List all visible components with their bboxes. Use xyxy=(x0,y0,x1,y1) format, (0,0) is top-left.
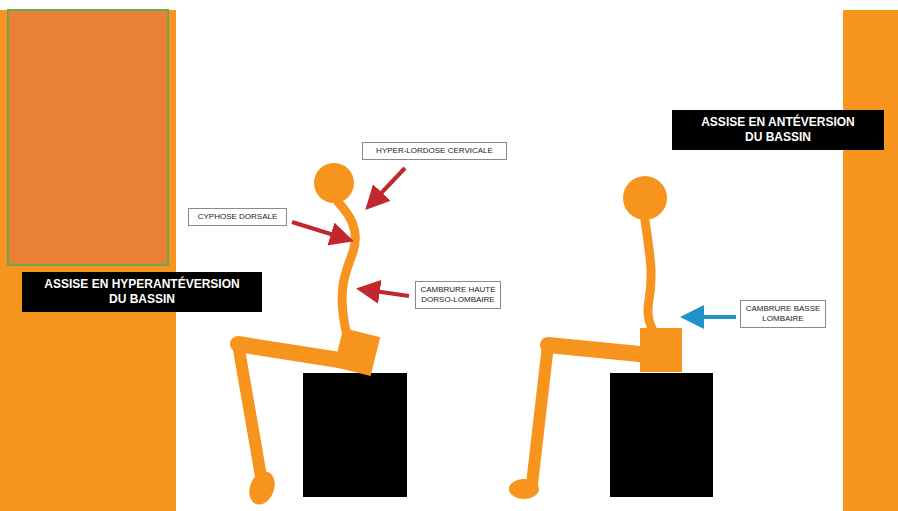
dark-panel xyxy=(8,10,168,265)
seated-figure xyxy=(509,176,682,499)
leader-arrow xyxy=(684,315,736,319)
callout-label: CAMBRURE HAUTE DORSO-LOMBAIRE xyxy=(415,281,501,309)
leader-arrow xyxy=(360,289,409,296)
callout-label: CAMBRURE BASSE LOMBAIRE xyxy=(740,300,826,328)
heading-text: ASSISE EN HYPERANTÉVERSION DU BASSIN xyxy=(39,277,245,307)
heading-text: ASSISE EN ANTÉVERSION DU BASSIN xyxy=(695,115,861,145)
posture-heading: ASSISE EN HYPERANTÉVERSION DU BASSIN xyxy=(22,272,262,312)
callout-label: CYPHOSE DORSALE xyxy=(188,208,287,226)
callout-text: HYPER-LORDOSE CERVICALE xyxy=(367,146,502,156)
callout-text: CAMBRURE HAUTE DORSO-LOMBAIRE xyxy=(420,285,496,305)
seat-block xyxy=(303,373,407,497)
leader-arrow xyxy=(292,222,350,240)
callout-label: HYPER-LORDOSE CERVICALE xyxy=(362,142,507,160)
seat-block xyxy=(610,373,713,497)
side-band xyxy=(843,10,898,511)
posture-heading: ASSISE EN ANTÉVERSION DU BASSIN xyxy=(672,110,884,150)
callout-text: CAMBRURE BASSE LOMBAIRE xyxy=(745,304,821,324)
leader-arrow xyxy=(368,168,405,207)
side-band xyxy=(0,10,176,511)
callout-text: CYPHOSE DORSALE xyxy=(193,212,282,222)
